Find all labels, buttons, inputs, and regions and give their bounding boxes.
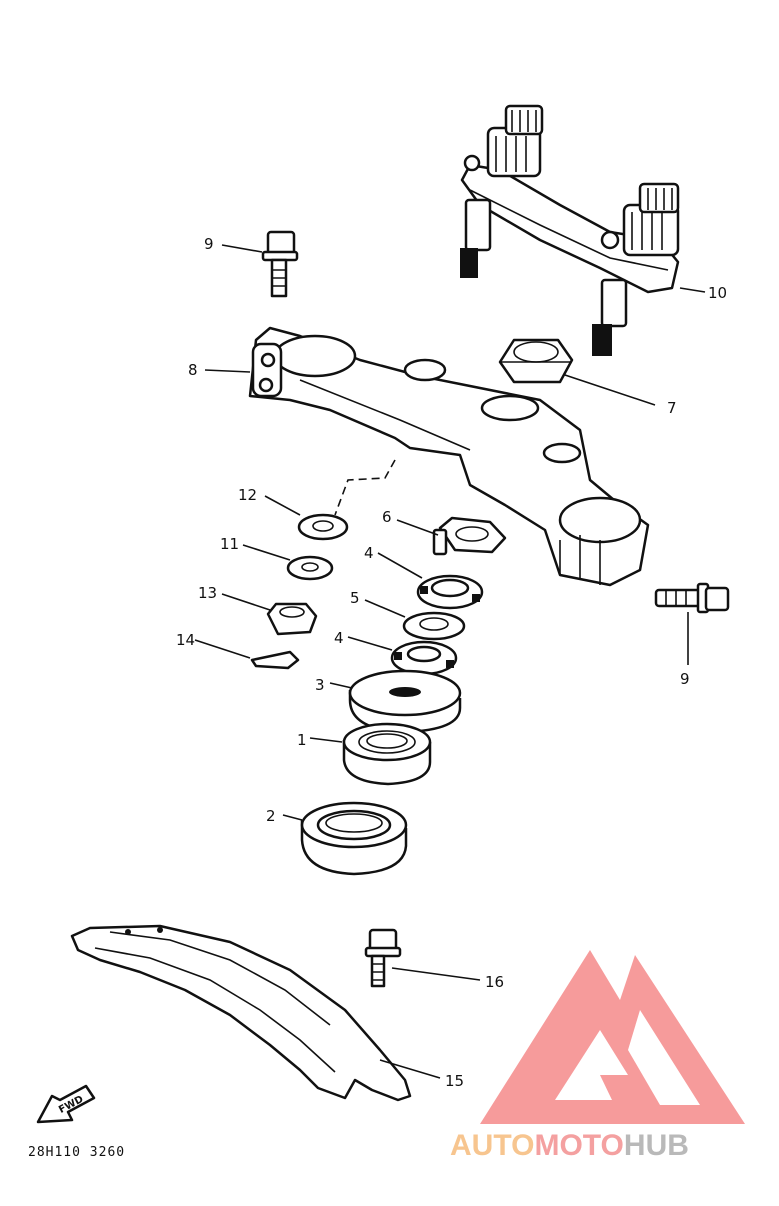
- dust-seal-part-3: [348, 669, 462, 734]
- label-part-2: 2: [266, 807, 276, 825]
- label-part-3: 3: [315, 676, 325, 694]
- label-part-12: 12: [238, 486, 257, 504]
- label-part-9-lower: 9: [680, 670, 690, 688]
- washer-part-5: [402, 611, 466, 641]
- washer-part-12: [297, 513, 349, 541]
- nut-part-13: [266, 602, 318, 636]
- label-part-4-lower: 4: [334, 629, 344, 647]
- label-part-4-upper: 4: [364, 544, 374, 562]
- label-part-9-upper: 9: [204, 235, 214, 253]
- label-part-16: 16: [485, 973, 504, 991]
- label-part-15: 15: [445, 1072, 464, 1090]
- watermark-hub: HUB: [624, 1129, 689, 1162]
- ring-nut-part-4-upper: [416, 574, 484, 610]
- cover-part-15: [70, 924, 412, 1102]
- lock-washer-part-6: [432, 516, 507, 556]
- label-part-10: 10: [708, 284, 727, 302]
- label-part-14: 14: [176, 631, 195, 649]
- bolt-part-9-lower: [654, 582, 730, 614]
- label-part-5: 5: [350, 589, 360, 607]
- diagram-code: 28H110 3260: [28, 1145, 125, 1160]
- logo-triangle-mark: [480, 950, 745, 1124]
- watermark-auto: AUTO: [450, 1129, 534, 1162]
- label-part-6: 6: [382, 508, 392, 526]
- part-labels: 1 2 3 4 4 5 6 7 8 9 9 10 11 12 13 14 15 …: [176, 235, 727, 1090]
- label-part-8: 8: [188, 361, 198, 379]
- bearing-part-1: [342, 722, 432, 786]
- fwd-arrow: FWD: [36, 1084, 96, 1124]
- upper-bracket-part-10: [460, 104, 680, 356]
- lower-bracket-part-8: [248, 326, 650, 587]
- label-part-1: 1: [297, 731, 307, 749]
- label-part-13: 13: [198, 584, 217, 602]
- label-part-7: 7: [667, 399, 677, 417]
- watermark-text: AUTOMOTOHUB: [450, 1129, 689, 1162]
- bearing-race-part-2: [300, 801, 408, 876]
- ring-nut-part-4-lower: [390, 640, 458, 676]
- nut-part-7: [498, 338, 574, 384]
- bolt-part-9-upper: [261, 230, 299, 298]
- label-part-11: 11: [220, 535, 239, 553]
- bolt-part-16: [364, 928, 402, 988]
- washer-part-11: [286, 555, 334, 581]
- watermark-logo: [480, 950, 745, 1124]
- watermark-moto: MOTO: [534, 1129, 623, 1162]
- cotter-pin-part-14: [250, 650, 300, 670]
